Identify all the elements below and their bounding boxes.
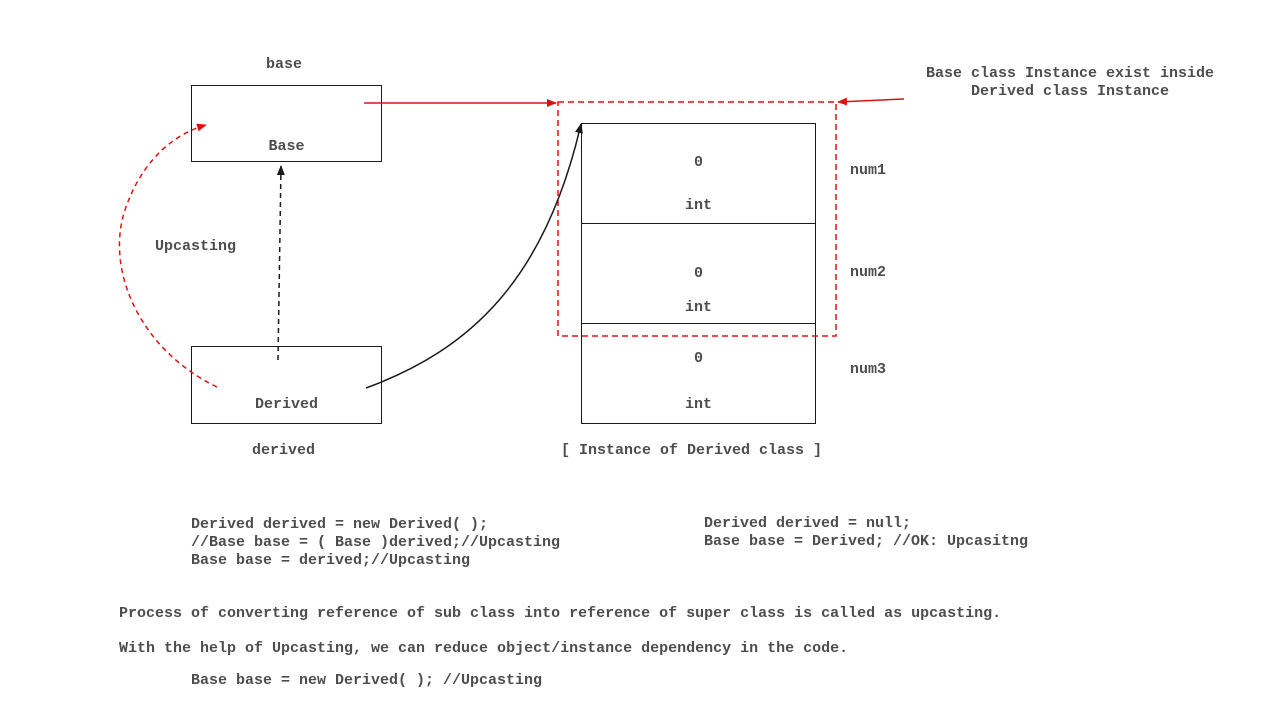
code-left-line-1: Derived derived = new Derived( );	[191, 516, 489, 533]
upcasting-arrow	[118, 123, 218, 388]
field-value: 0	[693, 154, 703, 171]
base-reference-label: base	[266, 56, 303, 73]
derived-reference-arrow	[365, 123, 583, 389]
description-line-2: With the help of Upcasting, we can reduc…	[119, 640, 849, 657]
field-name-num3: num3	[850, 361, 887, 378]
annotation-arrow	[837, 97, 905, 106]
code-left-line-2: //Base base = ( Base )derived;//Upcastin…	[191, 534, 561, 551]
derived-class-label: Derived	[254, 396, 318, 413]
instance-caption: [ Instance of Derived class ]	[561, 442, 823, 459]
derived-reference-label: derived	[252, 442, 316, 459]
field-name-num2: num2	[850, 264, 887, 281]
derived-reference-box: Derived	[191, 346, 382, 424]
field-type: int	[684, 299, 712, 316]
upcasting-label: Upcasting	[155, 238, 237, 255]
description-line-1: Process of converting reference of sub c…	[119, 605, 1002, 622]
field-name-num1: num1	[850, 162, 887, 179]
annotation-line-1: Base class Instance exist inside	[925, 65, 1215, 82]
field-value: 0	[693, 350, 703, 367]
base-instance-region	[557, 101, 837, 337]
field-value: 0	[693, 265, 703, 282]
field-cell-num3: 0 int	[581, 323, 816, 424]
base-reference-box: Base	[191, 85, 382, 162]
code-left-line-3: Base base = derived;//Upcasting	[191, 552, 471, 569]
field-type: int	[684, 396, 712, 413]
code-right-line-2: Base base = Derived; //OK: Upcasitng	[704, 533, 1029, 550]
code-right-line-1: Derived derived = null;	[704, 515, 912, 532]
code-example: Base base = new Derived( ); //Upcasting	[191, 672, 543, 689]
annotation-line-2: Derived class Instance	[970, 83, 1170, 100]
base-class-label: Base	[268, 138, 305, 155]
field-type: int	[684, 197, 712, 214]
inheritance-arrow	[276, 165, 285, 361]
